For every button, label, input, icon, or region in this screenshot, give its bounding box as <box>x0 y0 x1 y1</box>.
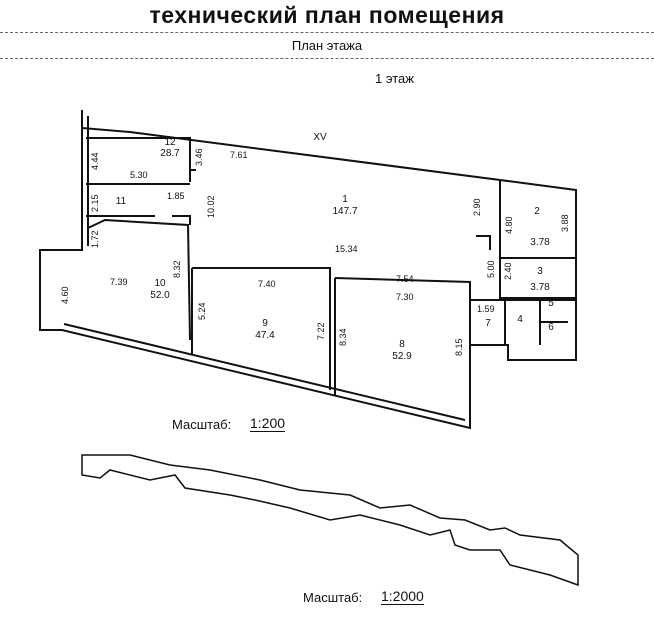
room-label: 5 <box>548 298 554 309</box>
wall <box>86 137 191 225</box>
wall <box>334 277 471 345</box>
dimension: 4.60 <box>60 286 70 304</box>
dimension: 8.15 <box>454 338 464 356</box>
floor-label: 1 этаж <box>375 71 414 86</box>
room-label: 3 <box>537 266 543 277</box>
scale-value: 1:2000 <box>381 588 424 605</box>
room-label: 7 <box>485 318 491 329</box>
room-area: 47.4 <box>255 330 275 341</box>
dimension: 5.24 <box>197 302 207 320</box>
outer-wall <box>39 110 577 430</box>
dimension: 5.00 <box>486 260 496 278</box>
dimension: 7.54 <box>396 274 414 284</box>
dimension: 2.40 <box>503 262 513 280</box>
dimension: 7.61 <box>230 150 248 160</box>
room-area: 3.78 <box>530 282 550 293</box>
wall <box>499 180 576 300</box>
room-label: 10 <box>154 278 166 289</box>
dimension: 1.72 <box>90 230 100 248</box>
room-label: 1 <box>342 194 348 205</box>
dimension: 3.46 <box>194 148 204 166</box>
page-title: технический план помещения <box>149 2 505 28</box>
scale-value: 1:200 <box>250 415 286 432</box>
room-area: 3.78 <box>530 237 550 248</box>
dimension: 2.90 <box>472 198 482 216</box>
room-label: 4 <box>517 314 523 325</box>
room-label: 8 <box>399 339 405 350</box>
dimension: 1.85 <box>167 191 185 201</box>
room-label: 12 <box>164 137 176 148</box>
dimension: 8.32 <box>172 260 182 278</box>
dimension: 7.40 <box>258 279 276 289</box>
dimension: 10.02 <box>206 195 216 218</box>
plan-subtitle: План этажа <box>291 38 363 53</box>
divider <box>0 58 654 59</box>
room-label: 9 <box>262 318 268 329</box>
room-area: 52.0 <box>150 290 170 301</box>
dimension: 4.44 <box>90 152 100 170</box>
room-area: 28.7 <box>160 148 180 159</box>
dimension: 7.30 <box>396 292 414 302</box>
dimension: 7.39 <box>110 277 128 287</box>
wall <box>476 235 491 250</box>
dimension: 8.34 <box>338 328 348 346</box>
wall <box>189 169 196 182</box>
scale-label: Масштаб: <box>303 590 363 605</box>
dimension: 1.59 <box>477 304 495 314</box>
room-label: 2 <box>534 206 540 217</box>
axis-mark: XV <box>313 132 327 143</box>
room-label: 11 <box>116 196 127 207</box>
room-area: 147.7 <box>332 206 357 217</box>
room-area: 52.9 <box>392 351 412 362</box>
dimension: 15.34 <box>335 244 358 254</box>
dimension: 5.30 <box>130 170 148 180</box>
dimension: 3.88 <box>560 214 570 232</box>
divider <box>0 32 654 33</box>
scale-label: Масштаб: <box>172 417 232 432</box>
site-outline <box>81 454 579 587</box>
wall <box>192 267 331 390</box>
dimension: 2.15 <box>90 194 100 212</box>
wall <box>87 218 191 341</box>
room-label: 6 <box>548 322 554 333</box>
dimension: 7.22 <box>316 322 326 340</box>
dimension: 4.80 <box>504 216 514 234</box>
wall <box>470 299 576 345</box>
